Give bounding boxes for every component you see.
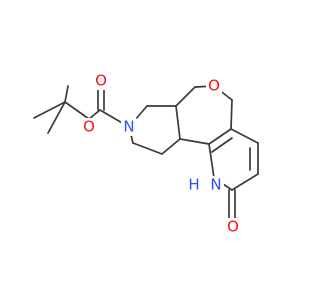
pyridone-nitrogen-label: N	[210, 176, 221, 194]
bond-methyl-lower	[47, 101, 66, 134]
atom-label-layer: O O N O N H O	[81, 72, 241, 236]
bond-ring-c5-c6	[230, 128, 259, 144]
ester-oxygen-label: O	[83, 118, 95, 136]
bond-ch2-ch2-lower	[132, 142, 163, 155]
bond-tbu-oxygen	[64, 101, 90, 120]
bond-ring-n-c9	[208, 143, 215, 179]
bond-ring-c-c5-double	[211, 137, 233, 153]
pyridone-hydrogen-label: H	[188, 176, 199, 194]
bond-ester-oxygen-carbonyl	[88, 109, 101, 120]
bond-ch-ch-ring-fusion	[175, 105, 181, 140]
bond-fusion-aromatic	[179, 138, 210, 145]
carbonyl-oxygen-label: O	[95, 72, 107, 90]
pyridone-oxygen-label: O	[227, 218, 239, 236]
bond-ch2-aromatic	[230, 99, 233, 130]
molecule-structure: O O N O N H O	[33, 72, 259, 236]
bond-methyl-left	[33, 101, 66, 119]
bond-layer	[33, 85, 259, 221]
bond-ring-c7-c8	[231, 173, 259, 191]
oxepine-oxygen-label: O	[208, 77, 220, 95]
bond-ch-ch2-oxepine	[175, 86, 196, 107]
bond-ring-c-c5	[208, 128, 232, 145]
piperidine-nitrogen-label: N	[123, 118, 134, 136]
bond-methyl-top	[64, 85, 69, 103]
bond-ch-ch2-lower	[161, 138, 181, 155]
